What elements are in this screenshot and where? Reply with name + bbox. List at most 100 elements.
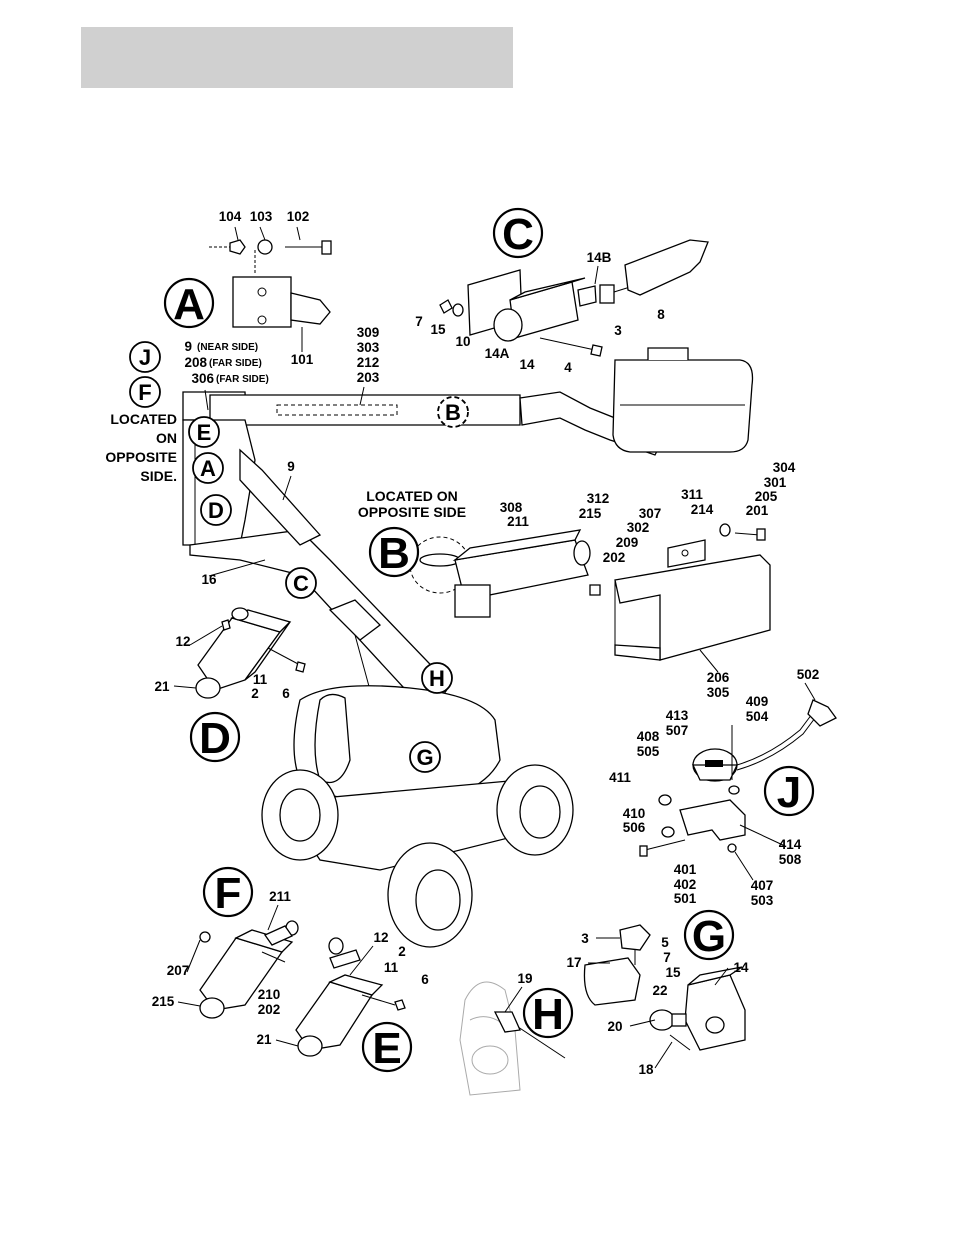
pn-g-3: 3 [581, 931, 589, 946]
pn-10: 10 [455, 334, 470, 349]
detail-c-switch [439, 239, 709, 357]
pn-d-12: 12 [175, 634, 190, 649]
callout-b: B [378, 529, 410, 578]
pn-209: 209 [616, 535, 639, 550]
pn-212: 212 [357, 355, 380, 370]
detail-f-switch [199, 920, 299, 1019]
pn-504: 504 [746, 709, 769, 724]
pn-g-17: 17 [566, 955, 581, 970]
pn-101: 101 [291, 352, 314, 367]
pn-208: 208 [184, 355, 207, 370]
pn-306: 306 [191, 371, 214, 386]
header-box [81, 27, 513, 88]
pn-214: 214 [691, 502, 714, 517]
pn-401: 401 [674, 862, 697, 877]
pn-e-11: 11 [384, 960, 399, 975]
pn-g-20: 20 [607, 1019, 622, 1034]
pn-402: 402 [674, 877, 697, 892]
detail-d-switch [195, 607, 306, 699]
pn-g-14: 14 [733, 960, 749, 975]
pn-215: 215 [579, 506, 602, 521]
small-callout-b: B [445, 400, 461, 425]
pn-4: 4 [564, 360, 572, 375]
pn-505: 505 [637, 744, 660, 759]
callout-a: A [173, 280, 205, 329]
callout-d: D [199, 714, 231, 763]
note-far-side-2: (FAR SIDE) [216, 374, 269, 385]
note-located-b-line1: LOCATED ON [366, 488, 458, 504]
pn-303: 303 [357, 340, 380, 355]
pn-301: 301 [764, 475, 787, 490]
small-callout-f: F [138, 380, 151, 405]
callout-e: E [372, 1024, 401, 1073]
pn-f-210: 210 [258, 987, 281, 1002]
machine-body [182, 347, 754, 948]
small-callout-e: E [197, 420, 212, 445]
leader-lines [173, 386, 816, 1069]
cylinder-bracket [328, 599, 381, 641]
pn-103: 103 [250, 209, 273, 224]
pn-g-18: 18 [638, 1062, 654, 1077]
pn-d-21: 21 [154, 679, 170, 694]
detail-b-switch [409, 523, 771, 661]
pn-409: 409 [746, 694, 769, 709]
pn-g-7: 7 [663, 950, 671, 965]
pn-203: 203 [357, 370, 380, 385]
pn-e-2: 2 [398, 944, 406, 959]
note-located-b-line2: OPPOSITE SIDE [358, 504, 466, 520]
callout-j: J [777, 768, 801, 817]
pn-507: 507 [666, 723, 689, 738]
pn-15: 15 [430, 322, 446, 337]
small-callout-d: D [208, 498, 224, 523]
pn-104: 104 [219, 209, 242, 224]
pn-14a: 14A [485, 346, 510, 361]
pn-14b: 14B [587, 250, 612, 265]
pn-9-near: 9 [184, 339, 192, 354]
pn-206: 206 [707, 670, 730, 685]
pn-201: 201 [746, 503, 769, 518]
note-far-side-1: (FAR SIDE) [209, 358, 262, 369]
pn-e-21: 21 [256, 1032, 272, 1047]
small-callout-a: A [200, 456, 216, 481]
pn-312: 312 [587, 491, 610, 506]
detail-g-switch [583, 924, 746, 1051]
pn-3: 3 [614, 323, 622, 338]
platform [612, 359, 754, 453]
small-callout-c: C [293, 571, 309, 596]
pn-202: 202 [603, 550, 626, 565]
part-numbers: 104 103 102 101 9 208 306 309 303 212 20… [152, 209, 820, 1077]
pn-h-19: 19 [517, 971, 532, 986]
pn-506: 506 [623, 820, 646, 835]
small-callout-h: H [429, 666, 445, 691]
small-callout-j: J [139, 345, 151, 370]
pn-d-11: 11 [253, 672, 268, 687]
pn-205: 205 [755, 489, 778, 504]
pn-d-2: 2 [251, 686, 259, 701]
pn-f-215: 215 [152, 994, 175, 1009]
pn-e-12: 12 [373, 930, 388, 945]
detail-a-switch [209, 226, 332, 352]
pn-311: 311 [681, 487, 703, 502]
pn-309: 309 [357, 325, 380, 340]
detail-j-sensor [639, 699, 837, 857]
note-located-line2: ON [156, 430, 177, 446]
small-callout-g: G [416, 745, 433, 770]
lower-link [239, 448, 322, 546]
pn-408: 408 [637, 729, 660, 744]
pn-16: 16 [201, 572, 217, 587]
pn-508: 508 [779, 852, 802, 867]
note-located-line3: OPPOSITE [105, 449, 177, 465]
pn-307: 307 [639, 506, 662, 521]
pn-14: 14 [519, 357, 535, 372]
callout-c: C [502, 210, 534, 259]
pn-f-202: 202 [258, 1002, 281, 1017]
pn-g-5: 5 [661, 935, 669, 950]
pn-9: 9 [287, 459, 295, 474]
note-located-line4: SIDE. [140, 468, 177, 484]
detail-h-sensor [459, 981, 566, 1096]
pn-g-22: 22 [652, 983, 667, 998]
pn-407: 407 [751, 878, 774, 893]
detail-e-switch [295, 937, 406, 1057]
note-near-side: (NEAR SIDE) [197, 342, 258, 353]
